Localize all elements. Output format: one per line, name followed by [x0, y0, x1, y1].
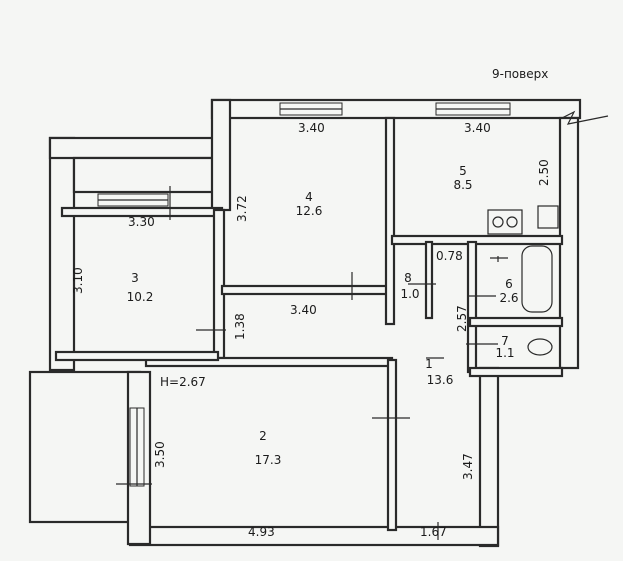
room-5-number: 5: [459, 164, 467, 178]
room-5-area: 8.5: [453, 178, 472, 192]
room-6-number: 6: [505, 277, 513, 291]
floor-label: 9-поверх: [492, 67, 548, 81]
dim-bath-height: 2.57: [455, 305, 469, 332]
room-6-area: 2.6: [499, 291, 518, 305]
dimension-ticks: [116, 186, 498, 540]
break-mark: [561, 110, 609, 125]
dim-room2-height: 3.50: [153, 441, 167, 468]
toilet-icon: [527, 338, 553, 356]
room-7-number: 7: [501, 334, 509, 348]
room-1-area: 13.6: [427, 373, 454, 387]
dim-room4-height: 3.72: [235, 195, 249, 222]
dimension-labels: 3.40 3.40 3.30 3.72 2.50 3.10 3.40 1.38 …: [71, 121, 551, 539]
dim-hall-height: 3.47: [461, 453, 475, 480]
dim-room3-width: 3.30: [128, 215, 155, 229]
room-8-area: 1.0: [400, 287, 419, 301]
room-7-area: 1.1: [495, 346, 514, 360]
dim-corridor-height: 1.38: [233, 313, 247, 340]
stove-icon: [487, 209, 523, 235]
room-2-area: 17.3: [255, 453, 282, 467]
room-4-number: 4: [305, 190, 313, 204]
bathtub-icon: [521, 245, 553, 313]
room-4-area: 12.6: [296, 204, 323, 218]
outer-walls: [28, 98, 582, 548]
sink-icon: [537, 205, 559, 229]
dim-room3-height: 3.10: [71, 267, 85, 294]
dim-hall-width: 1.67: [420, 525, 447, 539]
dim-corridor-width: 3.40: [290, 303, 317, 317]
dim-room8-width: 0.78: [436, 249, 463, 263]
room-3-area: 10.2: [127, 290, 154, 304]
windows: [97, 102, 511, 487]
room-1-number: 1: [425, 357, 433, 371]
room-8-number: 8: [404, 271, 412, 285]
dim-room4-width: 3.40: [298, 121, 325, 135]
dim-room5-height: 2.50: [537, 159, 551, 186]
interior-walls: [54, 116, 564, 532]
room-3-number: 3: [131, 271, 139, 285]
fixtures: [487, 205, 559, 356]
room-labels: 1 13.6 2 17.3 3 10.2 4 12.6 5 8.5 6 2.6 …: [127, 164, 519, 467]
ceiling-height: H=2.67: [160, 375, 206, 389]
room-2-number: 2: [259, 429, 267, 443]
dim-room5-width: 3.40: [464, 121, 491, 135]
dim-room2-width: 4.93: [248, 525, 275, 539]
